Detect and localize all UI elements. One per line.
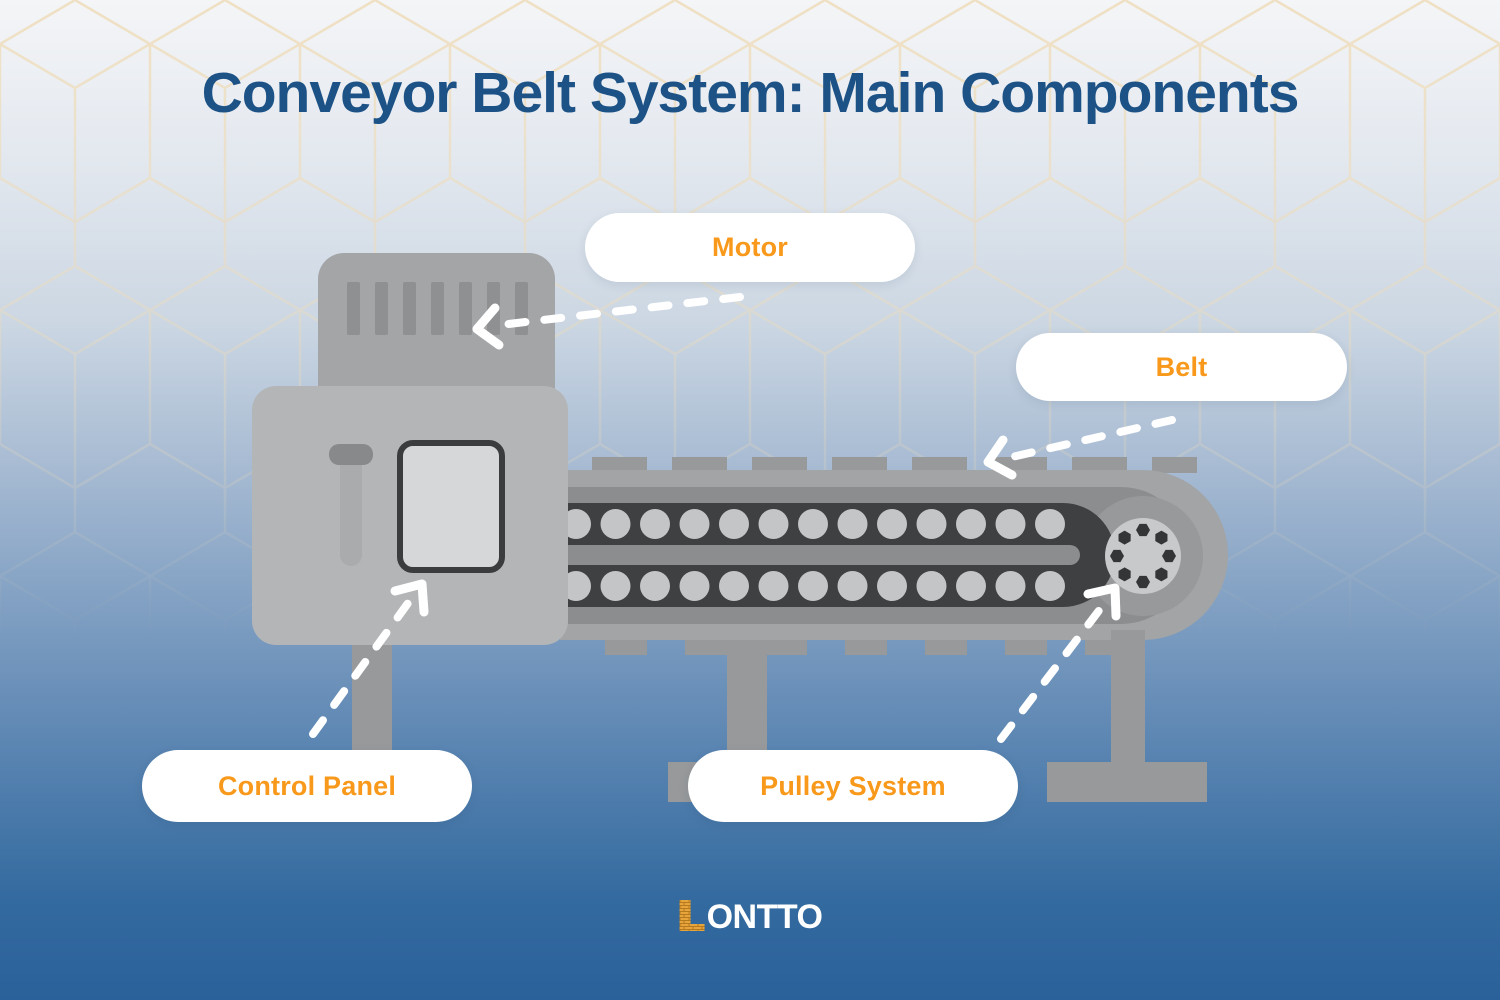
- lever-cap: [329, 444, 373, 465]
- lever-stem: [340, 452, 362, 566]
- belt-middle-bar: [560, 545, 1080, 565]
- control-panel-arrow: [309, 579, 429, 738]
- logo-wordmark: ONTTO: [706, 898, 823, 936]
- pulley-arrow: [997, 583, 1121, 743]
- belt-arrow: [983, 416, 1176, 480]
- foot-right: [1047, 762, 1207, 802]
- callout-control-panel-label: Control Panel: [217, 770, 397, 801]
- callout-control-panel: Control Panel: [142, 750, 472, 822]
- page-title: Conveyor Belt System: Main Components: [201, 61, 1300, 125]
- conveyor-top-teeth: [592, 457, 1197, 473]
- callout-motor: Motor: [585, 213, 915, 282]
- leg-right: [1111, 630, 1145, 765]
- callout-belt: Belt: [1016, 333, 1347, 401]
- motor-arrow: [472, 293, 744, 350]
- callout-motor-label: Motor: [712, 232, 788, 262]
- callout-pulley-system-label: Pulley System: [760, 770, 946, 801]
- callout-arrows: [309, 293, 1176, 743]
- belt-rollers-top-row: [561, 509, 1065, 539]
- belt-rollers-bottom-row: [561, 571, 1065, 601]
- brand-logo: ONTTO: [678, 898, 823, 936]
- control-panel-screen: [397, 440, 505, 573]
- logo-brick-letter-l: [679, 900, 705, 931]
- leg-middle: [727, 640, 767, 765]
- callout-pulley-system: Pulley System: [688, 750, 1018, 822]
- callout-belt-label: Belt: [1155, 351, 1208, 382]
